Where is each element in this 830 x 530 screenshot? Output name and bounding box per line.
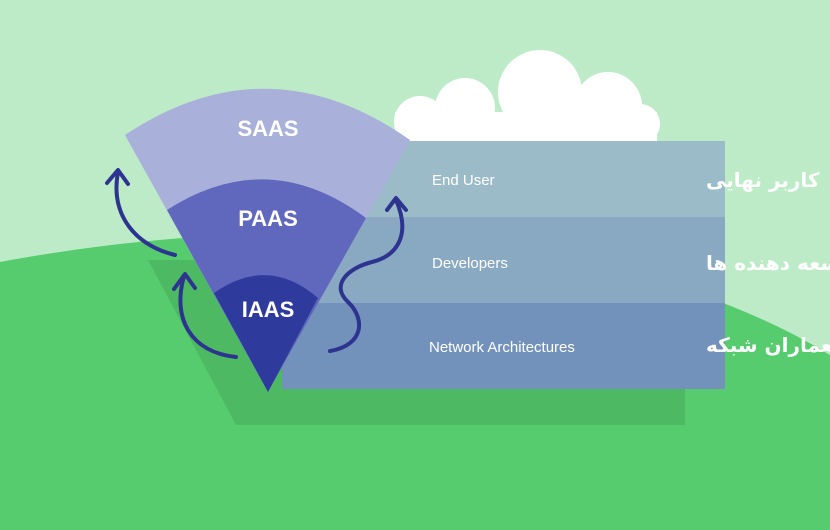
curved-arrow-icon (172, 272, 238, 359)
saas-label: SAAS (237, 116, 298, 141)
wavy-arrow-icon (328, 196, 408, 353)
paas-label: PAAS (238, 206, 298, 231)
curved-arrow-icon (105, 168, 177, 257)
iaas-label: IAAS (242, 297, 295, 322)
iaas-segment (214, 275, 318, 392)
network-architectures-label: Network Architectures (429, 339, 575, 356)
developers-label-fa: توسعه دهنده ها (706, 251, 830, 275)
network-architects-label-fa: معماران شبکه (706, 333, 830, 357)
end-user-label-fa: کاربر نهایی (706, 168, 820, 192)
developers-label: Developers (432, 255, 508, 272)
end-user-label: End User (432, 172, 495, 189)
cloud-icon (394, 50, 660, 148)
